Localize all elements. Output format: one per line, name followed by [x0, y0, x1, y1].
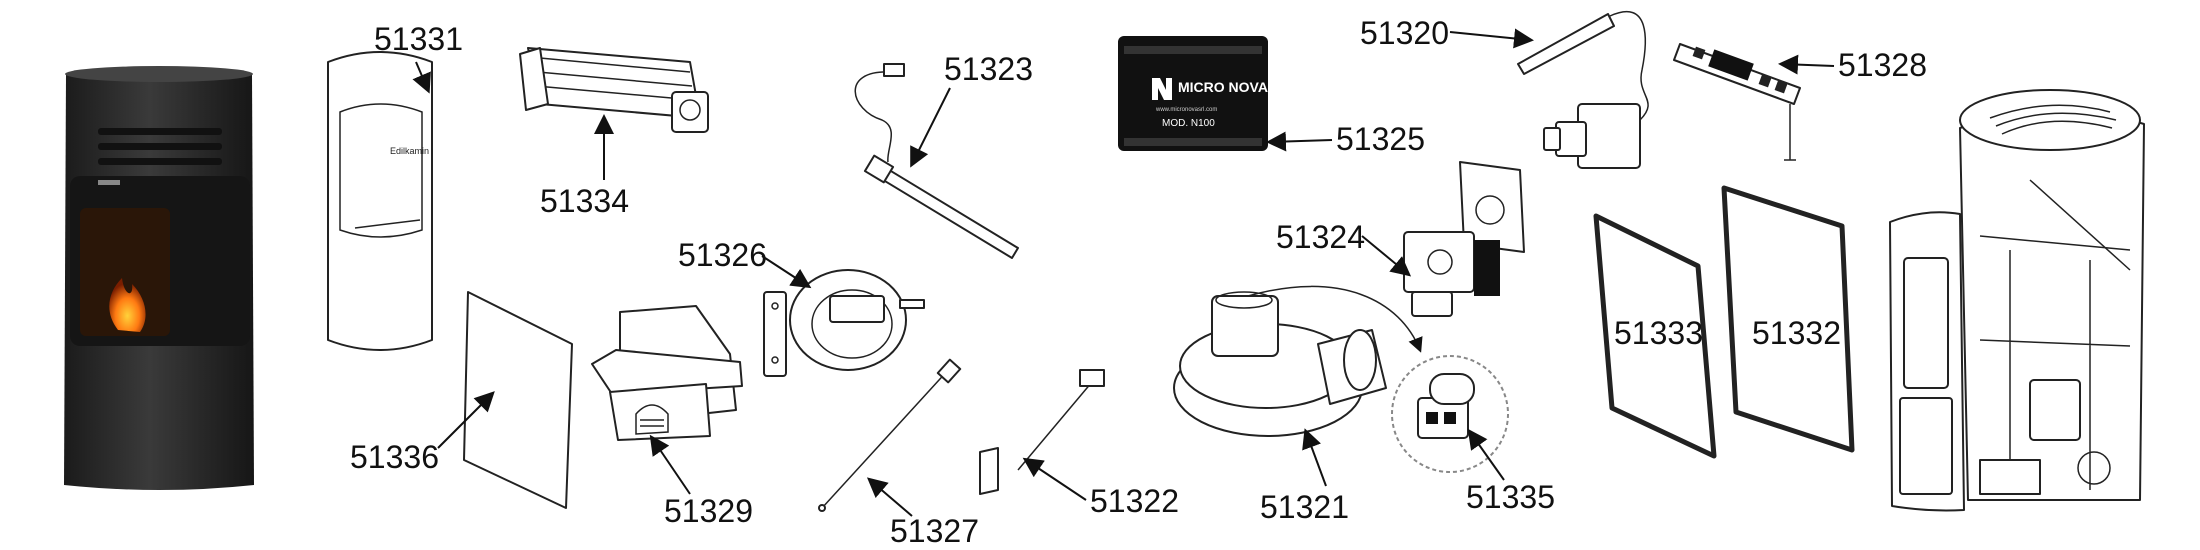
- door-gasket-part: 51333: [1593, 213, 1717, 459]
- board-url: www.micronovasrl.com: [1155, 107, 1217, 113]
- part-label-51335: 51335: [1466, 479, 1555, 515]
- part-label-51327: 51327: [890, 513, 979, 549]
- glass-gasket-part: 51332: [1721, 185, 1855, 453]
- side-panel-part: 51336: [350, 291, 573, 509]
- part-label-51328: 51328: [1838, 47, 1927, 83]
- front-panel-brand: Edilkamin: [390, 146, 429, 156]
- board-model: MOD. N100: [1162, 118, 1215, 129]
- part-label-51324: 51324: [1276, 219, 1365, 255]
- pressure-switch-part: 51326: [678, 237, 925, 377]
- stove-exploded-drawing: [1889, 89, 2145, 512]
- stove-photo: [64, 66, 254, 490]
- part-label-51336: 51336: [350, 439, 439, 475]
- front-panel-part: Edilkamin 51331: [327, 21, 463, 351]
- part-label-51334: 51334: [540, 183, 629, 219]
- part-label-51329: 51329: [664, 493, 753, 529]
- part-label-51321: 51321: [1260, 489, 1349, 525]
- part-label-51332: 51332: [1752, 315, 1841, 351]
- burn-pot-part: 51329: [591, 305, 753, 529]
- part-label-51331: 51331: [374, 21, 463, 57]
- fan-connector-detail-part: 51335: [1391, 355, 1555, 515]
- part-label-51333: 51333: [1614, 315, 1703, 351]
- part-label-51320: 51320: [1360, 15, 1449, 51]
- control-panel-part: 51328: [1673, 43, 1927, 161]
- gear-motor-part: 51324: [1276, 161, 1525, 317]
- igniter-part: 51323: [854, 51, 1033, 259]
- motherboard-part: MICRO NOVA www.micronovasrl.com MOD. N10…: [1118, 36, 1425, 157]
- part-label-51326: 51326: [678, 237, 767, 273]
- part-label-51322: 51322: [1090, 483, 1179, 519]
- smoke-probe-part: 51327: [818, 358, 979, 549]
- ambient-probe-part: 51320: [1360, 10, 1649, 169]
- board-brand: MICRO NOVA: [1178, 79, 1268, 95]
- part-label-51323: 51323: [944, 51, 1033, 87]
- thermostat-sensor-part: 51322: [979, 369, 1179, 519]
- part-label-51325: 51325: [1336, 121, 1425, 157]
- smoke-fan-part: 51321: [1173, 285, 1423, 525]
- tangential-fan-part: 51334: [519, 47, 709, 219]
